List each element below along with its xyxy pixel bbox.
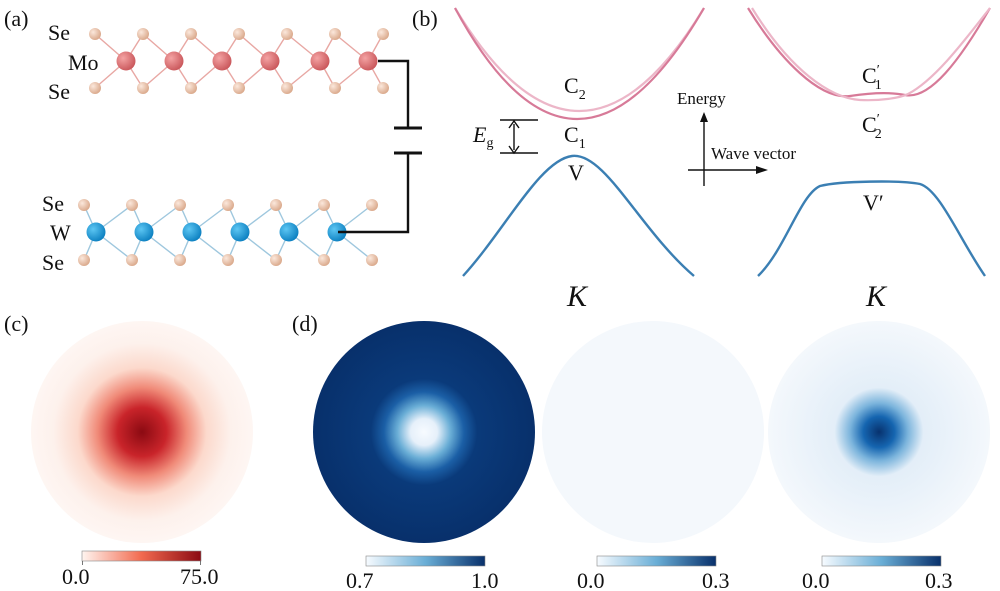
c2-left-label: C2 xyxy=(564,73,586,103)
density-map-d1 xyxy=(313,321,535,543)
colorbar-d2-min: 0.0 xyxy=(577,568,605,591)
wse2-layer xyxy=(78,199,378,266)
colorbar-d1-max: 1.0 xyxy=(471,568,499,591)
energy-axis-label: Energy xyxy=(677,89,726,108)
density-map-c xyxy=(31,321,253,543)
w-layer-se-bottom-label: Se xyxy=(42,250,64,275)
colorbar-d1 xyxy=(365,555,486,567)
density-map-d3 xyxy=(768,321,990,543)
c2prime-right-label: C′2 xyxy=(862,112,882,142)
panel-a-tag: (a) xyxy=(4,6,28,31)
wse2-se-bottom-atom xyxy=(222,254,234,266)
wave-vector-axis-label: Wave vector xyxy=(711,144,796,163)
wse2-se-top-atom xyxy=(222,199,234,211)
energy-axis-arrow xyxy=(700,112,708,122)
mose2-se-top-atom xyxy=(137,28,149,40)
wse2-metal-atom xyxy=(230,222,250,242)
mose2-bonds xyxy=(94,33,384,89)
mose2-se-bottom-atom xyxy=(329,82,341,94)
wse2-se-top-atom xyxy=(270,199,282,211)
mose2-metal-atom xyxy=(358,51,378,71)
mose2-se-bottom-atom xyxy=(89,82,101,94)
mo-layer-se-bottom-label: Se xyxy=(48,79,70,104)
wse2-se-bottom-atom xyxy=(270,254,282,266)
wse2-se-top-atom xyxy=(126,199,138,211)
mose2-metal-atom xyxy=(260,51,280,71)
wse2-metal-atom xyxy=(182,222,202,242)
mo-layer-metal-label: Mo xyxy=(68,50,99,75)
panel-c: (c) 0.0 75.0 xyxy=(4,311,253,589)
panel-a: (a) Se Mo Se Se W Se xyxy=(4,6,422,275)
band-v-left xyxy=(462,154,695,277)
colorbar-d1-min: 0.7 xyxy=(346,568,374,591)
mose2-se-top-atom xyxy=(377,28,389,40)
wave-vector-axis-arrow xyxy=(756,166,768,174)
density-map-d2 xyxy=(542,321,764,543)
mose2-metal-atom xyxy=(310,51,330,71)
mose2-se-top-atom xyxy=(281,28,293,40)
band-c1prime-right xyxy=(751,7,991,102)
wse2-se-bottom-atom xyxy=(174,254,186,266)
wse2-se-bottom-atom xyxy=(126,254,138,266)
mose2-se-bottom-atom xyxy=(377,82,389,94)
band-c2prime-right xyxy=(747,7,991,98)
valley-k-right: K xyxy=(865,280,888,313)
wse2-se-bottom-atom xyxy=(318,254,330,266)
w-layer-metal-label: W xyxy=(50,220,71,245)
band-vprime-right xyxy=(757,180,986,277)
band-c2-left xyxy=(454,7,705,112)
c1-left-label: C1 xyxy=(564,122,586,152)
panel-b-tag: (b) xyxy=(412,6,438,31)
mose2-se-bottom-atom xyxy=(281,82,293,94)
panel-c-tag: (c) xyxy=(4,311,28,336)
mose2-se-top-atom xyxy=(233,28,245,40)
w-layer-se-top-label: Se xyxy=(42,191,64,216)
eg-label: Eg xyxy=(472,122,493,151)
wse2-se-top-atom xyxy=(78,199,90,211)
panel-d-tag: (d) xyxy=(292,311,318,336)
mose2-se-bottom-atom xyxy=(233,82,245,94)
bottom-wire xyxy=(338,154,410,234)
v-left-label: V xyxy=(568,160,584,185)
mose2-layer xyxy=(89,28,389,94)
wse2-se-bottom-atom xyxy=(78,254,90,266)
mo-layer-se-top-label: Se xyxy=(48,20,70,45)
wse2-se-top-atom xyxy=(174,199,186,211)
eg-arrow-up xyxy=(508,119,520,129)
colorbar-c-max: 75.0 xyxy=(180,564,219,589)
mose2-se-top-atom xyxy=(185,28,197,40)
colorbar-c-min: 0.0 xyxy=(62,564,90,589)
band-c1-left xyxy=(454,7,705,120)
wse2-se-bottom-atom xyxy=(366,254,378,266)
panel-b: (b) C2 C1 V Eg K Energy Wave vector C′1 … xyxy=(412,6,991,313)
panel-d: (d) 0.7 1.0 0.0 0.3 0.0 0.3 xyxy=(292,311,990,591)
wse2-metal-atom xyxy=(86,222,106,242)
mose2-se-bottom-atom xyxy=(137,82,149,94)
vprime-right-label: V′ xyxy=(863,190,884,215)
wse2-metal-atom xyxy=(279,222,299,242)
mose2-metal-atom xyxy=(212,51,232,71)
top-wire xyxy=(378,59,410,127)
colorbar-d2 xyxy=(596,555,717,567)
mose2-metal-atom xyxy=(164,51,184,71)
colorbar-d3 xyxy=(821,555,942,567)
colorbar-d3-min: 0.0 xyxy=(802,568,830,591)
mose2-metal-atom xyxy=(116,51,136,71)
mose2-se-top-atom xyxy=(89,28,101,40)
mose2-se-top-atom xyxy=(329,28,341,40)
eg-arrow-down xyxy=(508,145,520,155)
wse2-metal-atom xyxy=(134,222,154,242)
colorbar-d2-max: 0.3 xyxy=(702,568,730,591)
colorbar-d3-max: 0.3 xyxy=(925,568,953,591)
valley-k-left: K xyxy=(566,280,589,313)
wse2-se-top-atom xyxy=(318,199,330,211)
c1prime-right-label: C′1 xyxy=(862,63,882,93)
wse2-metal-atom xyxy=(327,222,347,242)
wse2-se-top-atom xyxy=(366,199,378,211)
colorbar-c xyxy=(81,550,202,562)
mose2-se-bottom-atom xyxy=(185,82,197,94)
